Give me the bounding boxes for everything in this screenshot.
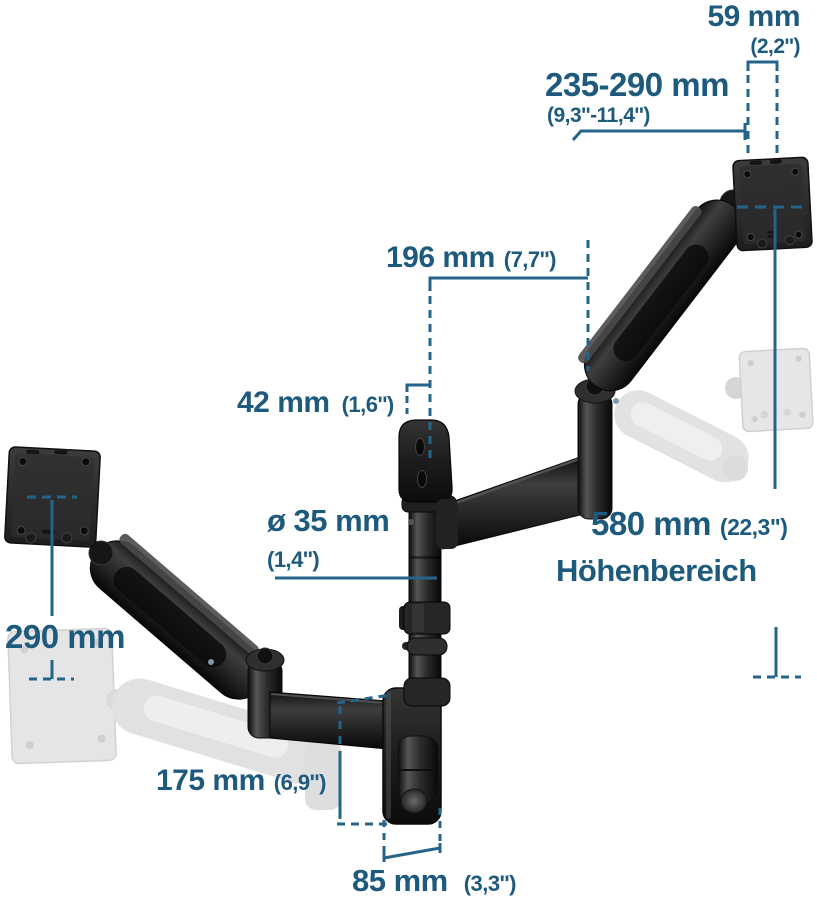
dim-175mm-inches-text: (6,9'') — [273, 770, 327, 795]
dim-35mm-inches: (1,4'') — [267, 547, 320, 572]
dim-line-235-290 — [571, 123, 747, 141]
dim-235-290mm-inches-text: (9,3''-11,4'') — [547, 104, 650, 127]
dim-196mm-text: 196 mm — [386, 241, 495, 274]
ghost-left-vesa-plate — [7, 627, 117, 765]
dim-175mm-label: 175 mm (6,9'') — [156, 766, 326, 796]
right-elbow-joint — [574, 376, 616, 520]
dim-235-290mm-inches: (9,3''-11,4'') — [547, 105, 650, 126]
pole-collar-ring — [402, 637, 448, 656]
dim-235-290mm-value: 235-290 mm — [545, 68, 729, 101]
wall-mount-hinge — [397, 735, 439, 814]
dim-580mm-inches-text: (22,3") — [719, 514, 788, 540]
left-gas-spring-arm — [89, 533, 267, 700]
dim-580mm-label: 580 mm (22,3") — [591, 505, 788, 542]
mounting-pole — [399, 481, 451, 703]
dim-196mm-label: 196 mm (7,7'') — [386, 243, 556, 273]
left-tilt-knob — [88, 540, 114, 566]
right-gas-spring-arm — [578, 199, 744, 404]
dim-196mm-inches-text: (7,7'') — [503, 247, 557, 272]
dim-59mm-inches-text: (2,2'') — [750, 35, 800, 58]
dim-175mm-text: 175 mm — [156, 764, 265, 797]
dim-85mm-text: 85 mm — [352, 863, 448, 898]
dim-line-42 — [405, 383, 430, 414]
dim-85mm-inches-text: (3,3'') — [463, 871, 517, 896]
dim-42mm-label: 42 mm (1,6'') — [237, 388, 394, 418]
dim-42mm-inches-text: (1,6'') — [341, 392, 395, 417]
dim-290mm-text: 290 mm — [5, 618, 125, 655]
upper-vesa-plate — [732, 156, 813, 252]
dim-42mm-text: 42 mm — [237, 386, 330, 419]
dim-line-85 — [382, 808, 442, 862]
dim-line-175 — [336, 693, 391, 826]
dim-line-59 — [746, 60, 779, 157]
ghost-left-arm-group — [7, 627, 341, 810]
dim-290mm-value: 290 mm — [5, 620, 125, 653]
dim-59mm-value: 59 mm — [660, 2, 800, 32]
dim-line-196 — [428, 240, 590, 458]
height-range-caption-text: Höhenbereich — [556, 553, 757, 588]
dim-85mm-label: 85 mm (3,3'') — [352, 865, 516, 896]
dim-235-290mm-text: 235-290 mm — [545, 66, 729, 103]
dim-line-580 — [737, 205, 802, 679]
wall-mount-pivot-ball — [400, 788, 428, 814]
dim-59mm-inches: (2,2'') — [660, 36, 800, 57]
height-range-caption: Höhenbereich — [556, 555, 757, 586]
left-vesa-plate — [4, 446, 101, 548]
pole-cable-clip — [399, 601, 451, 635]
dim-line-290 — [27, 495, 77, 681]
dim-35mm-inches-text: (1,4'') — [267, 547, 320, 572]
pole-top-bracket — [398, 419, 458, 549]
dim-580mm-text: 580 mm — [591, 505, 711, 542]
dim-59mm-text: 59 mm — [707, 0, 800, 33]
dim-35mm-value: ø 35 mm — [267, 503, 390, 538]
dim-35mm-text: ø 35 mm — [267, 503, 390, 538]
